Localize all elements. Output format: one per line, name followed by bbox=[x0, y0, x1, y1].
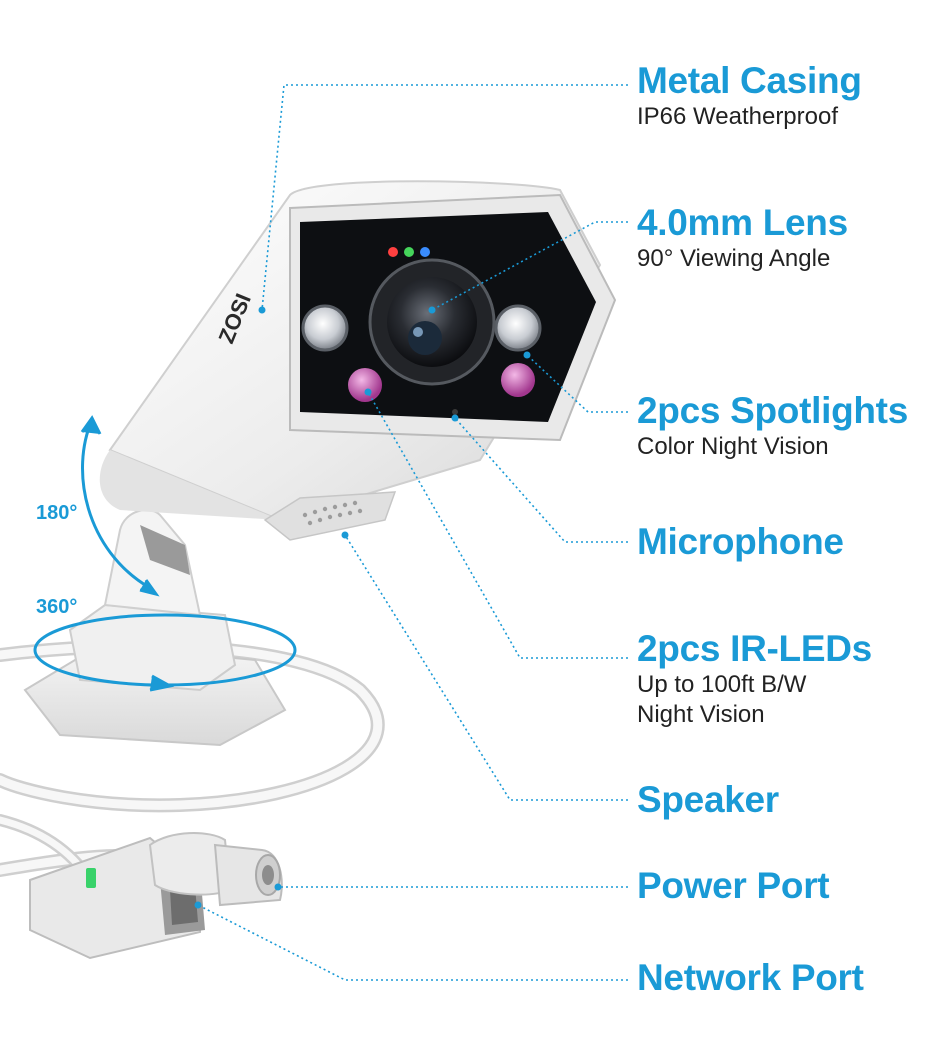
feature-title: 4.0mm Lens bbox=[637, 202, 848, 243]
feature-detail: Color Night Vision bbox=[637, 433, 829, 460]
feature-detail: 90° Viewing Angle bbox=[637, 245, 831, 272]
leader-lines bbox=[197, 84, 628, 981]
camera-body bbox=[99, 180, 617, 541]
feature-network-port: Network Port bbox=[637, 957, 864, 999]
leader-dots bbox=[194, 306, 531, 909]
feature-title: Microphone bbox=[637, 521, 844, 562]
tilt-label: 180° bbox=[36, 502, 78, 524]
feature-detail: IP66 Weatherproof bbox=[637, 103, 839, 130]
feature-title: Speaker bbox=[637, 779, 779, 820]
pan-label: 360° bbox=[36, 596, 78, 618]
feature-ir-leds: 2pcs IR-LEDs Up to 100ft B/W Night Visio… bbox=[637, 628, 872, 730]
feature-speaker: Speaker bbox=[637, 779, 779, 821]
feature-title: 2pcs IR-LEDs bbox=[637, 628, 872, 669]
rotation-arrows bbox=[33, 415, 297, 692]
mount bbox=[23, 509, 287, 747]
feature-detail: Night Vision bbox=[637, 701, 765, 728]
feature-metal-casing: Metal Casing IP66 Weatherproof bbox=[637, 60, 862, 132]
connectors bbox=[29, 832, 283, 960]
feature-spotlights: 2pcs Spotlights Color Night Vision bbox=[637, 390, 908, 462]
feature-power-port: Power Port bbox=[637, 865, 830, 907]
feature-title: Network Port bbox=[637, 957, 864, 998]
feature-microphone: Microphone bbox=[637, 521, 844, 563]
feature-title: Metal Casing bbox=[637, 60, 862, 101]
feature-detail: Up to 100ft B/W bbox=[637, 671, 807, 698]
feature-title: 2pcs Spotlights bbox=[637, 390, 908, 431]
feature-title: Power Port bbox=[637, 865, 830, 906]
feature-lens: 4.0mm Lens 90° Viewing Angle bbox=[637, 202, 848, 274]
